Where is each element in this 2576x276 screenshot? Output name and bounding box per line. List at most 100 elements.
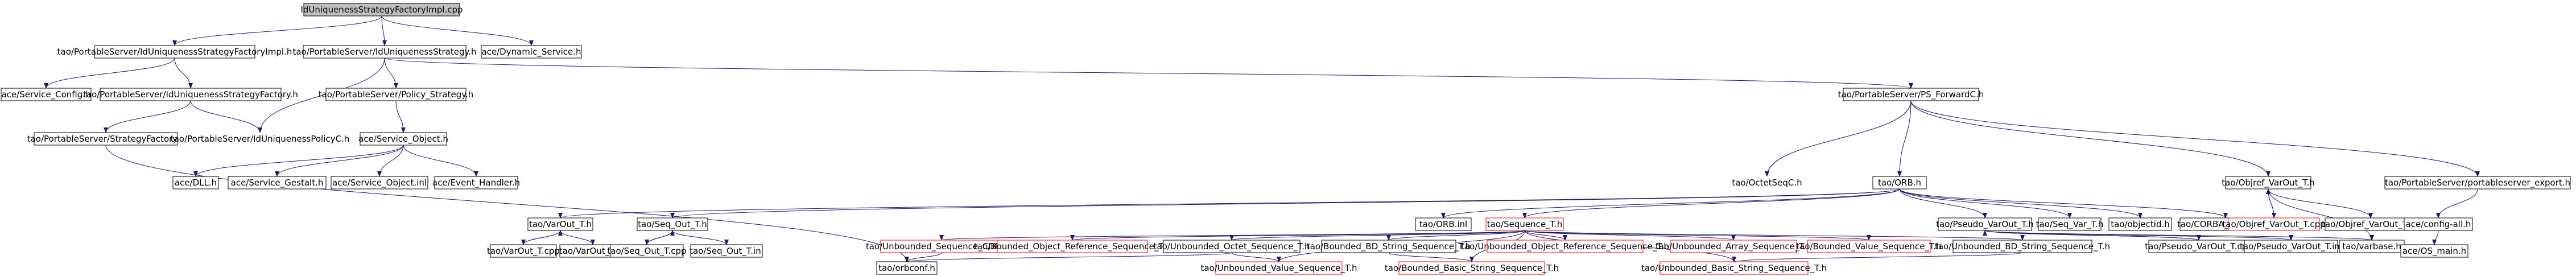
node-box	[876, 261, 938, 275]
node-uoref[interactable]: tao/Unbounded_Object_Reference_Sequence_…	[1461, 240, 1669, 253]
node-dynsvc[interactable]: ace/Dynamic_Service.h	[481, 45, 582, 59]
node-osmain[interactable]: ace/OS_main.h	[2400, 244, 2468, 258]
node-label: tao/Objref_VarOut_T.inl	[2322, 219, 2420, 230]
edge-orbh-to-seqvar	[1899, 188, 2072, 219]
node-label: tao/objectid.h	[2111, 219, 2170, 229]
node-label: tao/PortableServer/IdUniquenessPolicyC.h	[171, 134, 350, 144]
node-seqoutinl[interactable]: tao/Seq_Out_T.inl	[690, 244, 763, 258]
node-seqvar[interactable]: tao/Seq_Var_T.h	[2036, 217, 2104, 231]
edge-seqout-to-seqoutinl	[672, 230, 729, 245]
node-gestalt[interactable]: ace/Service_Gestalt.h	[228, 176, 327, 190]
node-box	[1807, 240, 1931, 253]
node-objectid[interactable]: tao/objectid.h	[2108, 217, 2172, 231]
node-varoutinl[interactable]: tao/VarOut_T.inl	[559, 244, 626, 258]
node-label: tao/Unbounded_Array_Sequence_T.h	[1656, 241, 1811, 252]
edge-varoutcpp-to-varout	[523, 230, 563, 245]
node-box	[2400, 244, 2468, 258]
node-box	[690, 244, 763, 258]
edge-root-to-strat	[381, 15, 387, 46]
node-label: tao/Bounded_Object_Reference_Sequence_T.…	[974, 241, 1171, 252]
edge-sequence-to-ubdstr	[1524, 230, 2025, 241]
node-label: ace/Event_Handler.h	[432, 178, 520, 188]
edge-sequence-to-useqcdr	[940, 230, 1525, 241]
edge-factory-to-stratfactory	[104, 100, 191, 133]
node-dllh[interactable]: ace/DLL.h	[172, 176, 219, 190]
node-box	[1659, 261, 1809, 275]
node-factory[interactable]: tao/PortableServer/IdUniquenessStrategyF…	[83, 88, 298, 101]
node-box	[1670, 240, 1797, 253]
node-svcconf[interactable]: ace/Service_Config.h	[1, 88, 92, 101]
edge-factimpl-to-svcconf	[44, 57, 175, 89]
node-label: tao/ORB.h	[1878, 178, 1921, 188]
node-uarray[interactable]: tao/Unbounded_Array_Sequence_T.h	[1656, 240, 1811, 253]
node-label: tao/varbase.h	[2342, 241, 2401, 252]
node-box	[1321, 240, 1456, 253]
node-pseudoinl[interactable]: tao/Pseudo_VarOut_T.inl	[2240, 240, 2342, 253]
node-psexport[interactable]: tao/PortableServer/portableserver_export…	[2384, 176, 2571, 190]
edge-pseudovarout-to-varbase	[1984, 230, 2374, 241]
node-configall[interactable]: ace/config-all.h	[2404, 217, 2473, 231]
edge-psfwd-to-octetseq	[1765, 100, 1912, 177]
node-ubasicstr[interactable]: tao/Unbounded_Basic_String_Sequence_T.h	[1641, 261, 1827, 275]
edge-factimpl-to-factory	[174, 57, 193, 89]
edge-uoctet-to-orbconf	[905, 252, 1232, 262]
node-root[interactable]: IdUniquenessStrategyFactoryImpl.cpp	[300, 3, 463, 17]
node-box	[325, 88, 467, 101]
node-label: tao/Unbounded_Basic_String_Sequence_T.h	[1641, 263, 1827, 274]
edge-sequence-to-bvalue	[1524, 230, 1871, 241]
node-pseudocpp[interactable]: tao/Pseudo_VarOut_T.cpp	[2145, 240, 2253, 253]
node-label: tao/Seq_Out_T.h	[638, 219, 707, 230]
node-label: tao/PortableServer/IdUniquenessStrategy.…	[292, 47, 476, 57]
node-bvalue[interactable]: tao/Bounded_Value_Sequence_T.h	[1796, 240, 1942, 253]
node-strat[interactable]: tao/PortableServer/IdUniquenessStrategy.…	[292, 45, 477, 59]
node-stratfactory[interactable]: tao/PortableServer/StrategyFactory.h	[27, 132, 185, 146]
node-boref[interactable]: tao/Bounded_Object_Reference_Sequence_T.…	[974, 240, 1171, 253]
node-label: tao/PortableServer/IdUniquenessStrategyF…	[57, 47, 292, 57]
node-bbdstr[interactable]: tao/Bounded_BD_String_Sequence_T.h	[1307, 240, 1471, 253]
node-orbinl[interactable]: tao/ORB.inl	[1415, 217, 1472, 231]
node-box	[34, 132, 178, 146]
node-label: tao/Sequence_T.h	[1487, 219, 1562, 230]
node-ubdstr[interactable]: tao/Unbounded_BD_String_Sequence_T.h	[1935, 240, 2110, 253]
node-seqout[interactable]: tao/Seq_Out_T.h	[637, 217, 708, 231]
node-psfwd[interactable]: tao/PortableServer/PS_ForwardC.h	[1838, 88, 1984, 101]
node-box	[2108, 217, 2172, 231]
node-varbase[interactable]: tao/varbase.h	[2339, 240, 2405, 253]
node-uvalue[interactable]: tao/Unbounded_Value_Sequence_T.h	[1200, 261, 1357, 275]
node-orbconf[interactable]: tao/orbconf.h	[876, 261, 938, 275]
node-svcobj[interactable]: ace/Service_Object.h	[358, 132, 448, 146]
node-label: tao/Unbounded_Value_Sequence_T.h	[1200, 263, 1357, 274]
node-label: tao/PortableServer/IdUniquenessStrategyF…	[83, 89, 298, 100]
node-box	[1215, 261, 1343, 275]
node-bbasicstr[interactable]: tao/Bounded_Basic_String_Sequence_T.h	[1385, 261, 1559, 275]
node-pseudovarout[interactable]: tao/Pseudo_VarOut_T.h	[1936, 217, 2034, 231]
edge-factory-to-policyc	[190, 100, 262, 133]
node-varoutcpp[interactable]: tao/VarOut_T.cpp	[487, 244, 560, 258]
node-label: tao/OctetSeqC.h	[1732, 178, 1802, 188]
node-sequence[interactable]: tao/Sequence_T.h	[1485, 217, 1564, 231]
node-policyc[interactable]: tao/PortableServer/IdUniquenessPolicyC.h	[171, 132, 350, 146]
node-evhandler[interactable]: ace/Event_Handler.h	[432, 176, 520, 190]
edge-stratfactory-to-orbconf	[105, 145, 909, 262]
node-label: tao/Unbounded_Octet_Sequence_T.h	[1154, 241, 1310, 252]
node-box	[637, 217, 708, 231]
node-box	[303, 3, 460, 17]
node-layer: IdUniquenessStrategyFactoryImpl.cpp tao/P…	[1, 3, 2571, 275]
edge-orbh-to-orbinl	[1441, 188, 1900, 219]
edge-pseudocpp-to-pseudovarout	[1983, 230, 2199, 241]
node-octetseq[interactable]: tao/OctetSeqC.h	[1729, 176, 1805, 190]
node-seqoutcpp[interactable]: tao/Seq_Out_T.cpp	[607, 244, 687, 258]
node-box	[1415, 217, 1472, 231]
node-label: tao/VarOut_T.cpp	[487, 246, 560, 257]
node-svcobjinl[interactable]: ace/Service_Object.inl	[331, 176, 428, 190]
edge-svcobj-to-dllh	[193, 145, 404, 177]
node-varout[interactable]: tao/VarOut_T.h	[527, 217, 593, 231]
node-policystrat[interactable]: tao/PortableServer/Policy_Strategy.h	[319, 88, 473, 101]
node-objrefvarout[interactable]: tao/Objref_VarOut_T.h	[2222, 176, 2315, 190]
node-orbh[interactable]: tao/ORB.h	[1872, 176, 1927, 190]
node-box	[1163, 240, 1301, 253]
node-uoctet[interactable]: tao/Unbounded_Octet_Sequence_T.h	[1154, 240, 1310, 253]
node-objrefcpp[interactable]: tao/Objref_VarOut_T.cpp	[2222, 217, 2326, 231]
edge-svcobj-to-evhandler	[403, 145, 478, 177]
node-factimpl[interactable]: tao/PortableServer/IdUniquenessStrategyF…	[57, 45, 292, 59]
